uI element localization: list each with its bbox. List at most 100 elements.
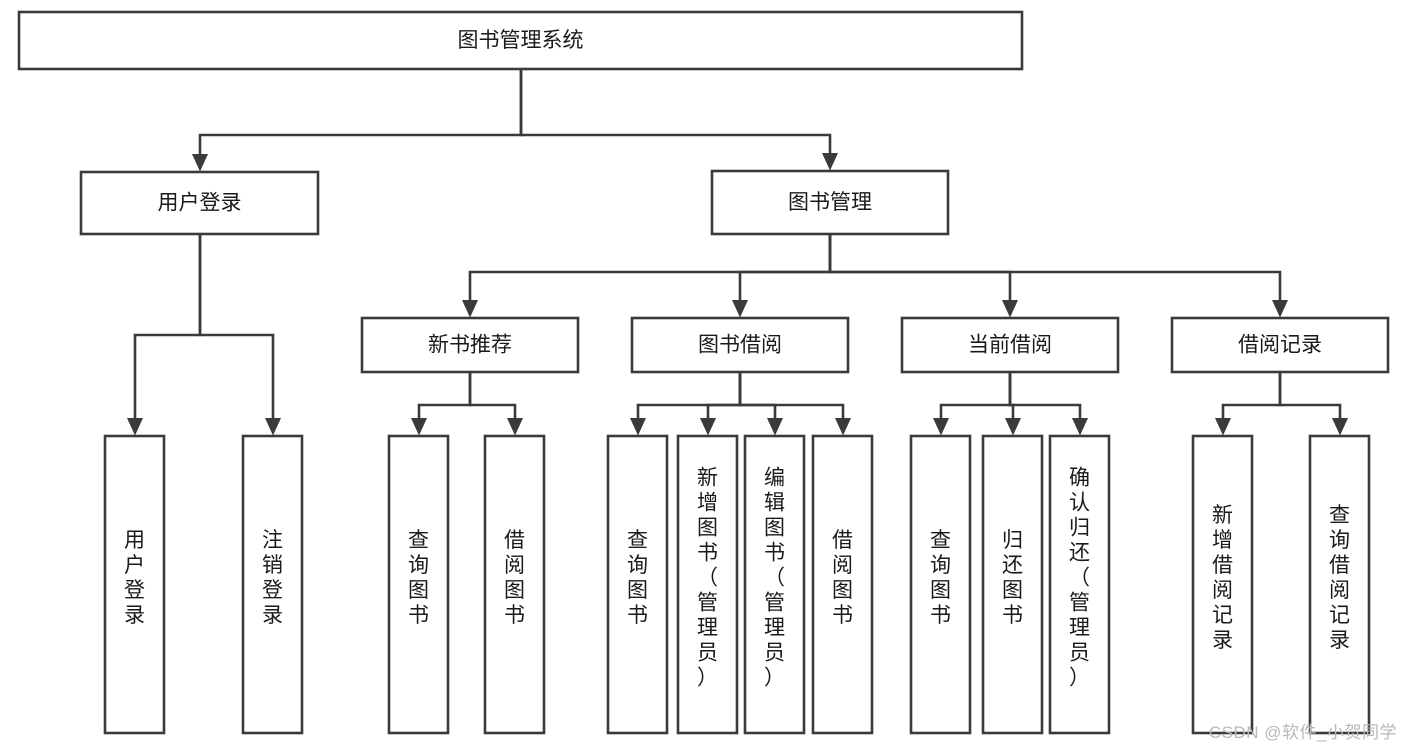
node-box[interactable] xyxy=(710,169,950,236)
node-box[interactable] xyxy=(900,316,1120,374)
node-leaf-add-book[interactable]: 新增图书（管理员） xyxy=(676,434,739,735)
node-book-borrow[interactable]: 图书借阅 xyxy=(630,316,850,374)
node-book-manage[interactable]: 图书管理 xyxy=(710,169,950,236)
node-leaf-user-login[interactable]: 用户登录 xyxy=(103,434,166,735)
node-label: 查询借阅记录 xyxy=(1329,504,1350,652)
arrow-head-icon xyxy=(835,418,851,436)
node-borrow-record[interactable]: 借阅记录 xyxy=(1170,316,1390,374)
connector-line xyxy=(828,232,1012,307)
node-box[interactable] xyxy=(630,316,850,374)
node-box[interactable] xyxy=(17,10,1024,71)
node-label: 注销登录 xyxy=(262,529,283,627)
connector-line xyxy=(706,370,742,425)
node-new-book-recommend[interactable]: 新书推荐 xyxy=(360,316,580,374)
node-root[interactable]: 图书管理系统 xyxy=(17,10,1024,71)
connector-book-borrow-to-leaf-borrow-book xyxy=(738,370,851,436)
connector-line xyxy=(468,232,832,307)
node-box[interactable] xyxy=(1191,434,1254,735)
arrow-head-icon xyxy=(1272,300,1288,318)
node-box[interactable] xyxy=(1170,316,1390,374)
node-leaf-user-logout[interactable]: 注销登录 xyxy=(241,434,304,735)
node-leaf-query-book-cur[interactable]: 查询图书 xyxy=(909,434,972,735)
arrow-head-icon xyxy=(822,153,838,171)
node-box[interactable] xyxy=(360,316,580,374)
node-box[interactable] xyxy=(1048,434,1111,735)
connector-line xyxy=(198,232,275,425)
connector-line xyxy=(133,232,202,425)
node-box[interactable] xyxy=(79,170,320,236)
connector-user-login-to-leaf-user-login xyxy=(127,232,202,436)
arrow-head-icon xyxy=(933,418,949,436)
connector-line xyxy=(828,232,1282,307)
node-box[interactable] xyxy=(1308,434,1371,735)
node-box[interactable] xyxy=(606,434,669,735)
node-label: 当前借阅 xyxy=(968,334,1052,357)
node-leaf-borrow-book-rec[interactable]: 借阅图书 xyxy=(483,434,546,735)
node-label: 用户登录 xyxy=(124,529,145,627)
node-leaf-query-borrow-record[interactable]: 查询借阅记录 xyxy=(1308,434,1371,735)
node-label: 新增图书（管理员） xyxy=(697,467,718,690)
node-leaf-add-borrow-record[interactable]: 新增借阅记录 xyxy=(1191,434,1254,735)
arrow-head-icon xyxy=(1215,418,1231,436)
arrow-head-icon xyxy=(767,418,783,436)
connector-borrow-record-to-leaf-query-borrow-record xyxy=(1278,370,1348,436)
node-box[interactable] xyxy=(743,434,806,735)
node-box[interactable] xyxy=(387,434,450,735)
node-leaf-return-book[interactable]: 归还图书 xyxy=(981,434,1044,735)
node-label: 确认归还（管理员） xyxy=(1069,467,1090,690)
node-label: 新增借阅记录 xyxy=(1212,504,1233,652)
node-user-login[interactable]: 用户登录 xyxy=(79,170,320,236)
connector-line xyxy=(738,370,845,425)
watermark: CSDN @软件_小贺同学 xyxy=(1208,723,1397,742)
node-label: 图书管理系统 xyxy=(458,29,584,52)
arrow-head-icon xyxy=(1005,418,1021,436)
arrow-head-icon xyxy=(127,418,143,436)
arrow-head-icon xyxy=(1002,300,1018,318)
connector-book-manage-to-new-book-recommend xyxy=(462,232,832,318)
node-box[interactable] xyxy=(909,434,972,735)
node-label: 借阅记录 xyxy=(1238,334,1322,357)
node-label: 借阅图书 xyxy=(832,529,853,627)
connector-new-book-recommend-to-leaf-borrow-book-rec xyxy=(468,370,523,436)
connector-book-manage-to-current-borrow xyxy=(828,232,1018,318)
connector-book-manage-to-borrow-record xyxy=(828,232,1288,318)
node-box[interactable] xyxy=(811,434,874,735)
connector-user-login-to-leaf-user-logout xyxy=(198,232,281,436)
node-leaf-query-book-rec[interactable]: 查询图书 xyxy=(387,434,450,735)
arrow-head-icon xyxy=(192,154,208,172)
connector-line xyxy=(417,370,472,425)
connector-line xyxy=(519,67,832,160)
connector-root-to-user-login xyxy=(192,67,523,172)
node-label: 图书管理 xyxy=(788,191,872,214)
arrow-head-icon xyxy=(507,418,523,436)
arrow-head-icon xyxy=(630,418,646,436)
connector-line xyxy=(1278,370,1342,425)
node-leaf-query-book-borrow[interactable]: 查询图书 xyxy=(606,434,669,735)
connector-line xyxy=(1008,370,1082,425)
arrow-head-icon xyxy=(411,418,427,436)
connector-current-borrow-to-leaf-query-book-cur xyxy=(933,370,1012,436)
arrow-head-icon xyxy=(732,300,748,318)
arrow-head-icon xyxy=(1332,418,1348,436)
node-leaf-borrow-book[interactable]: 借阅图书 xyxy=(811,434,874,735)
node-box[interactable] xyxy=(103,434,166,735)
node-box[interactable] xyxy=(981,434,1044,735)
node-current-borrow[interactable]: 当前借阅 xyxy=(900,316,1120,374)
connector-line xyxy=(636,370,742,425)
node-leaf-edit-book[interactable]: 编辑图书（管理员） xyxy=(743,434,806,735)
node-box[interactable] xyxy=(676,434,739,735)
node-label: 编辑图书（管理员） xyxy=(764,467,785,690)
arrow-head-icon xyxy=(265,418,281,436)
node-label: 查询图书 xyxy=(627,529,648,627)
connector-borrow-record-to-leaf-add-borrow-record xyxy=(1215,370,1282,436)
node-leaf-confirm-return[interactable]: 确认归还（管理员） xyxy=(1048,434,1111,735)
node-label: 借阅图书 xyxy=(504,529,525,627)
node-label: 用户登录 xyxy=(158,192,242,215)
node-box[interactable] xyxy=(483,434,546,735)
node-box[interactable] xyxy=(241,434,304,735)
connector-new-book-recommend-to-leaf-query-book-rec xyxy=(411,370,472,436)
connector-line xyxy=(468,370,517,425)
node-label: 归还图书 xyxy=(1002,529,1023,627)
arrow-head-icon xyxy=(462,300,478,318)
